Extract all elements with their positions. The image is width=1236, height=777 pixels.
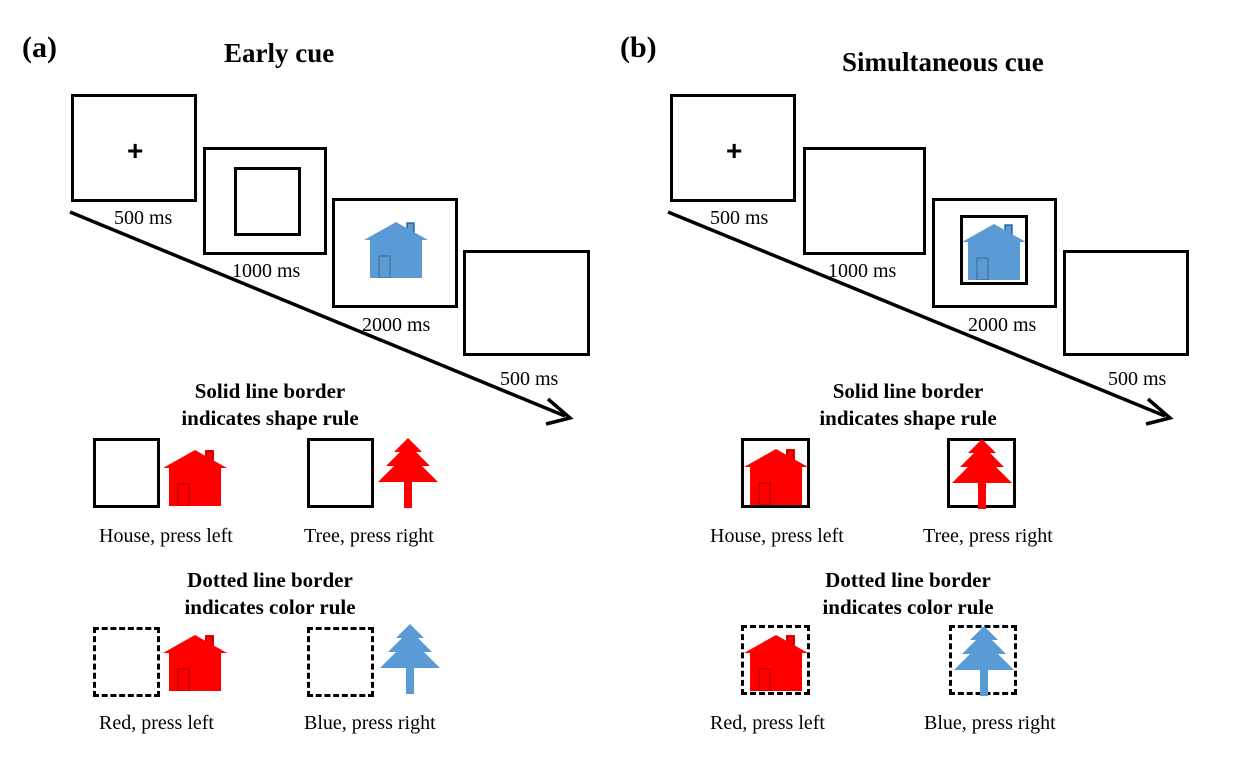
panel-b: (b) Simultaneous cue + 500 ms 1000 ms 20…: [618, 0, 1236, 777]
red-caption: Red, press left: [710, 712, 825, 734]
color-rule-line2: indicates color rule: [184, 595, 356, 619]
dotted-border-example: [949, 625, 1017, 695]
blank-frame: [1063, 250, 1189, 356]
tree-caption: Tree, press right: [304, 525, 434, 547]
timeline-arrow: [667, 210, 1174, 426]
color-rule-heading: Dotted line border indicates color rule: [120, 567, 420, 621]
color-rule-line1: Dotted line border: [825, 568, 991, 592]
solid-border-example: [947, 438, 1016, 508]
shape-rule-line1: Solid line border: [832, 379, 984, 403]
duration-label: 500 ms: [500, 368, 559, 390]
color-rule-line2: indicates color rule: [822, 595, 994, 619]
blue-caption: Blue, press right: [304, 712, 436, 734]
color-rule-line1: Dotted line border: [187, 568, 353, 592]
red-house-icon: [163, 631, 227, 691]
dotted-border-example: [307, 627, 374, 697]
dotted-border-example: [93, 627, 160, 697]
red-caption: Red, press left: [99, 712, 214, 734]
duration-label: 2000 ms: [968, 314, 1037, 336]
cue-border-solid: [960, 215, 1028, 285]
blue-house-icon: [962, 220, 1026, 280]
solid-border-example: [93, 438, 160, 508]
house-caption: House, press left: [99, 525, 233, 547]
fixation-frame: +: [670, 94, 796, 202]
duration-label: 500 ms: [1108, 368, 1167, 390]
cue-border-solid: [234, 167, 301, 236]
shape-rule-line2: indicates shape rule: [181, 406, 359, 430]
dotted-border-example: [741, 625, 810, 695]
duration-label: 1000 ms: [828, 260, 897, 282]
red-house-icon: [744, 445, 808, 505]
panel-label: (b): [620, 31, 657, 64]
fixation-cross: +: [127, 135, 144, 166]
duration-label: 500 ms: [114, 207, 173, 229]
target-cue-frame: [932, 198, 1057, 308]
panel-title: Simultaneous cue: [842, 47, 1044, 77]
fixation-frame: +: [71, 94, 197, 202]
solid-border-example: [741, 438, 810, 508]
red-house-icon: [744, 631, 808, 691]
solid-border-example: [307, 438, 374, 508]
shape-rule-line1: Solid line border: [194, 379, 346, 403]
timeline-arrow: [69, 210, 574, 426]
red-tree-icon: [950, 439, 1014, 509]
blue-house-icon: [364, 218, 428, 278]
blank-frame: [803, 147, 926, 255]
blank-frame: [463, 250, 590, 356]
red-tree-icon: [376, 438, 440, 508]
blue-tree-icon: [952, 626, 1016, 696]
target-frame: [332, 198, 458, 308]
shape-rule-heading: Solid line border indicates shape rule: [758, 378, 1058, 432]
duration-label: 500 ms: [710, 207, 769, 229]
shape-rule-heading: Solid line border indicates shape rule: [120, 378, 420, 432]
shape-rule-line2: indicates shape rule: [819, 406, 997, 430]
fixation-cross: +: [726, 135, 743, 166]
cue-frame: [203, 147, 327, 255]
blue-tree-icon: [378, 624, 442, 694]
tree-caption: Tree, press right: [923, 525, 1053, 547]
duration-label: 1000 ms: [232, 260, 301, 282]
panel-label: (a): [22, 31, 57, 64]
red-house-icon: [163, 446, 227, 506]
duration-label: 2000 ms: [362, 314, 431, 336]
color-rule-heading: Dotted line border indicates color rule: [758, 567, 1058, 621]
house-caption: House, press left: [710, 525, 844, 547]
blue-caption: Blue, press right: [924, 712, 1056, 734]
panel-title: Early cue: [224, 38, 335, 68]
panel-a: (a) Early cue + 500 ms 1000 ms 2000 ms 5…: [22, 31, 590, 734]
